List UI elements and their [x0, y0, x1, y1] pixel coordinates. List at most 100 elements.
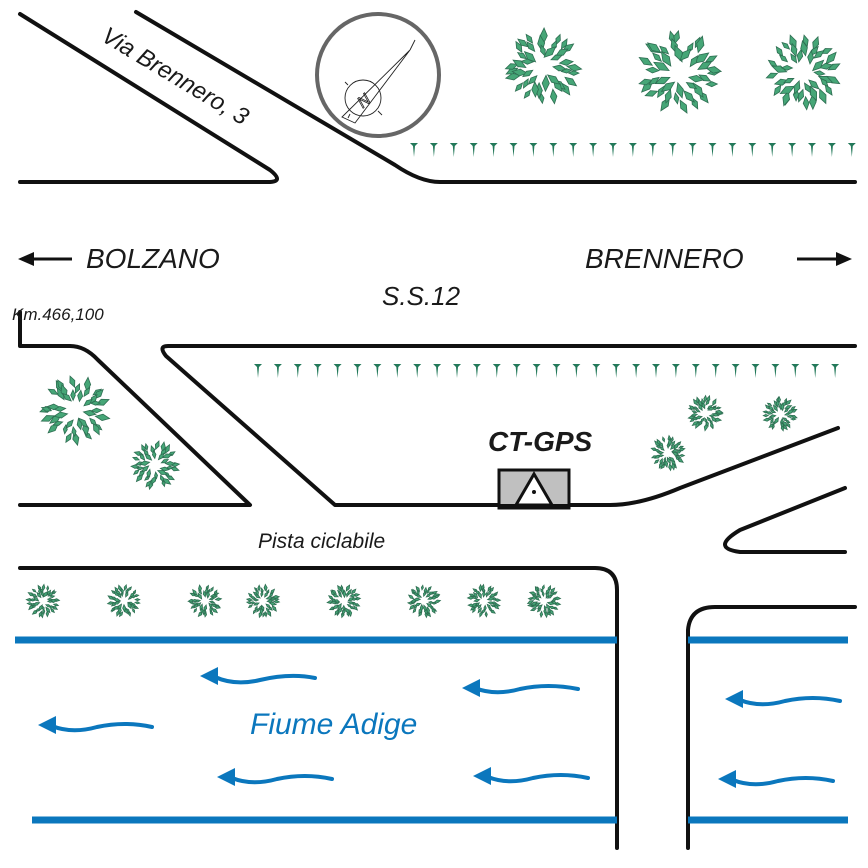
grass-tuft-icon — [652, 364, 660, 378]
gps-station[interactable] — [497, 468, 571, 510]
grass-tuft-icon — [433, 364, 442, 378]
grass-tuft-icon — [628, 143, 637, 157]
grass-tuft-icon — [532, 364, 541, 378]
flow-arrow-icon — [718, 770, 835, 788]
grass-tuft-icon — [788, 143, 797, 157]
grass-tuft-icon — [492, 364, 501, 378]
north-arrow-icon: N — [341, 39, 416, 124]
grass-tuft-icon — [293, 364, 302, 378]
tree-icon — [762, 395, 798, 432]
tree-icon — [687, 394, 724, 432]
grass-tuft-icon — [333, 364, 342, 378]
grass-tuft-icon — [612, 364, 621, 378]
flow-arrow-icon — [473, 767, 590, 785]
trees — [25, 26, 841, 619]
grass-tuft-icon — [728, 143, 737, 157]
grass-tuft-icon — [552, 364, 561, 378]
tree-icon — [39, 375, 111, 447]
tree-icon — [765, 34, 841, 111]
grass-tuft-icon — [771, 364, 780, 378]
grass-tuft-icon — [572, 364, 581, 378]
grass-tuft-icon — [668, 143, 677, 157]
grass-tuft-icon — [453, 364, 461, 378]
grass-tuft-icon — [472, 364, 481, 378]
grass-tuft-icon — [413, 364, 422, 378]
grass-tuft-icon — [569, 143, 578, 157]
grass-row — [254, 364, 840, 378]
grass-tuft-icon — [711, 364, 720, 378]
grass-tuft-icon — [648, 143, 657, 157]
grass-row — [410, 143, 856, 157]
road-edge-via-brennero-west — [18, 12, 279, 184]
grass-tuft-icon — [808, 143, 816, 157]
tree-icon — [504, 26, 583, 105]
tree-icon — [106, 584, 141, 618]
grass-tuft-icon — [632, 364, 641, 378]
grass-tuft-icon — [671, 364, 680, 378]
grass-tuft-icon — [410, 143, 418, 157]
tree-icon — [25, 583, 61, 619]
flow-arrow-icon — [725, 690, 842, 708]
grass-tuft-icon — [708, 143, 717, 157]
grass-tuft-icon — [688, 143, 697, 157]
compass: N — [315, 12, 441, 138]
road-edge-via-brennero-east — [134, 10, 857, 184]
tree-icon — [466, 583, 502, 618]
grass-tuft-icon — [748, 143, 757, 157]
grass-tuft-icon — [489, 143, 498, 157]
bike-path-label: Pista ciclabile — [258, 530, 385, 553]
grass-tuft-icon — [273, 364, 282, 378]
arrow-left-icon — [18, 252, 72, 266]
kilometer-marker-label: Km.466,100 — [12, 305, 104, 324]
grass-tuft-icon — [353, 364, 362, 378]
grass-tuft-icon — [449, 143, 458, 157]
grass-tuft-icon — [768, 143, 777, 157]
grass-tuft-icon — [512, 364, 521, 378]
grass-tuft-icon — [529, 143, 538, 157]
grass-tuft-icon — [731, 364, 740, 378]
tree-icon — [406, 584, 442, 619]
road-edge-bike-path — [18, 566, 619, 850]
east-direction-label: BRENNERO — [585, 243, 744, 274]
grass-tuft-icon — [691, 364, 700, 378]
grass-tuft-icon — [313, 364, 322, 378]
grass-tuft-icon — [791, 364, 800, 378]
grass-tuft-icon — [609, 143, 617, 157]
grass-tuft-icon — [827, 143, 836, 157]
flow-arrow-icon — [462, 679, 580, 697]
grass-tuft-icon — [429, 143, 438, 157]
grass-tuft-icon — [393, 364, 402, 378]
highway-label: S.S.12 — [382, 281, 461, 311]
grass-tuft-icon — [549, 143, 558, 157]
west-direction-label: BOLZANO — [86, 243, 220, 274]
tree-icon — [650, 434, 686, 472]
grass-tuft-icon — [469, 143, 478, 157]
road-edge-east-ramp — [723, 486, 847, 554]
grass-tuft-icon — [373, 364, 382, 378]
grass-tuft-icon — [831, 364, 840, 378]
grass-tuft-icon — [751, 364, 760, 378]
tree-icon — [245, 583, 281, 619]
tree-icon — [130, 440, 181, 491]
grass-tuft-icon — [254, 364, 262, 378]
grass-tuft-icon — [592, 364, 601, 378]
river-flow-arrows — [38, 667, 842, 788]
road-edge-km-marker — [18, 310, 252, 507]
flow-arrow-icon — [217, 768, 334, 786]
tree-icon — [638, 29, 723, 114]
river-label: Fiume Adige — [250, 708, 417, 741]
grass-tuft-icon — [811, 364, 820, 378]
grass-tuft-icon — [847, 143, 856, 157]
tree-icon — [326, 584, 362, 619]
grass-tuft-icon — [589, 143, 598, 157]
flow-arrow-icon — [200, 667, 317, 685]
road-edge-ss12-south — [160, 344, 857, 507]
flow-arrow-icon — [38, 716, 154, 734]
compass-north-letter: N — [354, 91, 374, 112]
station-label: CT-GPS — [488, 426, 593, 457]
tree-icon — [187, 584, 223, 618]
road-edge-east-bridge — [686, 605, 857, 850]
arrow-right-icon — [797, 252, 852, 266]
tree-icon — [526, 584, 562, 619]
